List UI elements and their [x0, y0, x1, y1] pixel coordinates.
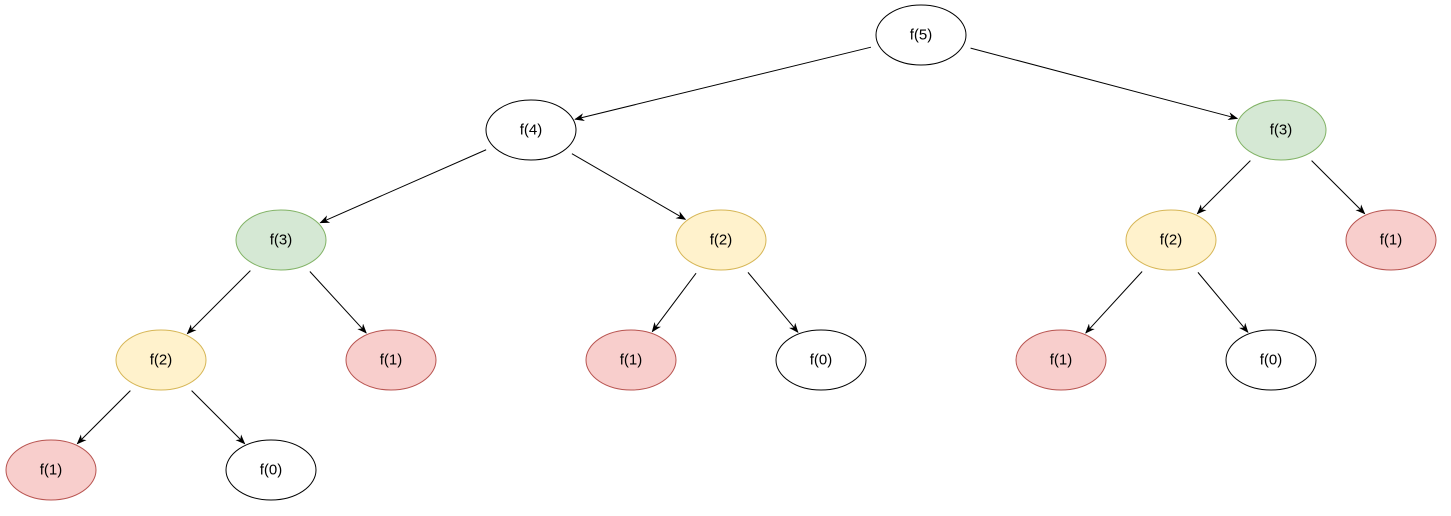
node-label: f(1) — [1380, 232, 1403, 249]
node-ellipse — [1345, 209, 1437, 271]
node-ellipse — [875, 4, 967, 66]
edge-n2r-to-n1r — [1085, 271, 1143, 334]
node-label: f(1) — [1050, 352, 1073, 369]
edge-n2l-to-n0l — [191, 390, 246, 445]
edge-n5-to-n4 — [574, 46, 872, 121]
node-label: f(0) — [1260, 352, 1283, 369]
node-ellipse — [1235, 99, 1327, 161]
node-ellipse — [5, 439, 97, 501]
tree-node-n5: f(5) — [875, 4, 967, 66]
node-label: f(2) — [1160, 232, 1183, 249]
node-ellipse — [345, 329, 437, 391]
tree-node-n3l: f(3) — [235, 209, 327, 271]
node-ellipse — [485, 99, 577, 161]
edge-n2m-to-n0m — [747, 272, 799, 334]
node-label: f(2) — [710, 232, 733, 249]
node-label: f(3) — [270, 232, 293, 249]
tree-node-n4: f(4) — [485, 99, 577, 161]
node-ellipse — [1015, 329, 1107, 391]
edge-n2l-to-n1ll — [76, 390, 131, 445]
node-ellipse — [225, 439, 317, 501]
node-ellipse — [235, 209, 327, 271]
node-label: f(1) — [620, 352, 643, 369]
node-label: f(5) — [910, 27, 933, 44]
node-ellipse — [675, 209, 767, 271]
tree-node-n0m: f(0) — [775, 329, 867, 391]
tree-node-n1m: f(1) — [585, 329, 677, 391]
tree-node-n3r: f(3) — [1235, 99, 1327, 161]
node-label: f(1) — [380, 352, 403, 369]
tree-node-n2r: f(2) — [1125, 209, 1217, 271]
node-label: f(3) — [1270, 122, 1293, 139]
tree-node-n1l: f(1) — [345, 329, 437, 391]
tree-node-n2m: f(2) — [675, 209, 767, 271]
node-ellipse — [775, 329, 867, 391]
edge-n2r-to-n0r — [1197, 272, 1249, 334]
node-ellipse — [115, 329, 207, 391]
tree-node-n0r: f(0) — [1225, 329, 1317, 391]
edge-n2m-to-n1m — [651, 272, 697, 333]
edge-n3l-to-n1l — [309, 271, 367, 334]
edge-n3l-to-n2l — [186, 270, 251, 335]
node-label: f(4) — [520, 122, 543, 139]
node-label: f(1) — [40, 462, 63, 479]
tree-node-n1r: f(1) — [1015, 329, 1107, 391]
edge-n3r-to-n2r — [1196, 160, 1251, 215]
nodes-group: f(5) f(4) f(3) f(3) f(2) f(2) f(1) f(2) f(1) f(1)… — [5, 4, 1437, 501]
tree-node-n2l: f(2) — [115, 329, 207, 391]
node-label: f(0) — [260, 462, 283, 479]
node-label: f(0) — [810, 352, 833, 369]
node-ellipse — [585, 329, 677, 391]
edges-group — [76, 46, 1366, 445]
node-label: f(2) — [150, 352, 173, 369]
edge-n5-to-n3r — [970, 47, 1239, 121]
edge-n4-to-n2m — [571, 153, 687, 220]
edge-n3r-to-n1rr — [1311, 160, 1366, 215]
node-ellipse — [1125, 209, 1217, 271]
node-ellipse — [1225, 329, 1317, 391]
tree-node-n1rr: f(1) — [1345, 209, 1437, 271]
edge-n4-to-n3l — [319, 149, 487, 224]
tree-node-n0l: f(0) — [225, 439, 317, 501]
tree-node-n1ll: f(1) — [5, 439, 97, 501]
